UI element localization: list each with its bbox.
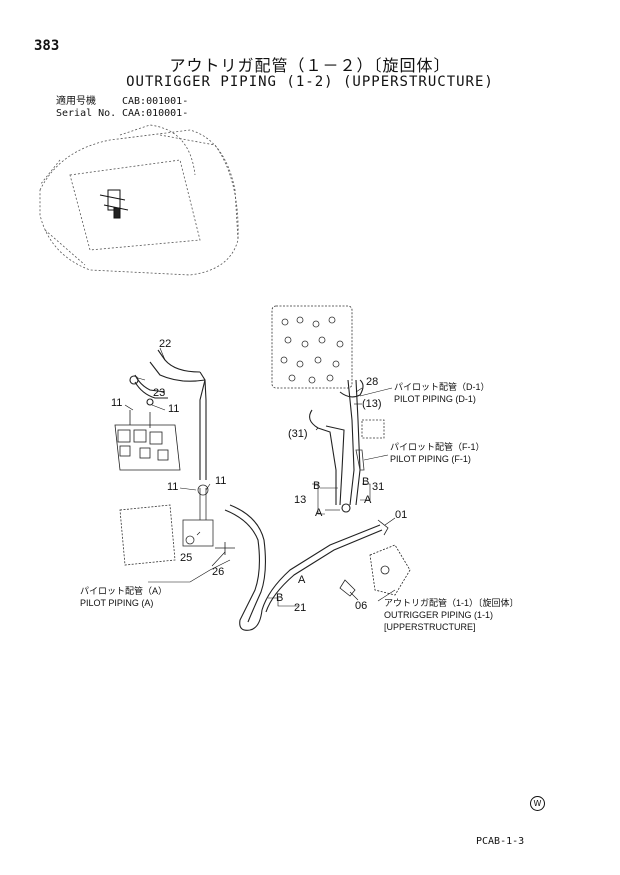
serial-line-jp: 適用号機 CAB:001001- — [56, 96, 188, 108]
part-26: 26 — [212, 566, 225, 578]
bracket-block — [119, 484, 214, 566]
serial-value-jp: CAB:001001- — [122, 96, 189, 107]
callout-outrigger-en-2: [UPPERSTRUCTURE] — [384, 622, 476, 632]
callout-pilot-a-en: PILOT PIPING (A) — [80, 598, 154, 608]
serial-value-en: CAA:010001- — [122, 108, 189, 119]
callout-pilot-a-jp: パイロット配管（A） — [80, 586, 168, 596]
serial-line-en: Serial No. CAA:010001- — [56, 108, 188, 120]
letter-b-lower: B — [276, 592, 284, 604]
fitting-06 — [339, 579, 356, 597]
callout-outrigger-en-1: OUTRIGGER PIPING (1-1) — [384, 610, 494, 620]
part-22: 22 — [159, 338, 172, 350]
letter-b-right: B — [362, 476, 370, 488]
serial-info: 適用号機 CAB:001001- Serial No. CAA:010001- — [56, 96, 188, 120]
hose-13 — [309, 409, 345, 506]
fitting-f1 — [355, 449, 365, 471]
letter-a-left: A — [315, 507, 323, 519]
hose-loop — [224, 504, 383, 631]
bolt-26 — [215, 542, 235, 555]
part-28: 28 — [366, 376, 379, 388]
machine-overview — [39, 124, 239, 276]
hose-22 — [149, 349, 207, 480]
part-31: 31 — [372, 481, 385, 493]
callout-pilot-f1-jp: パイロット配管（F-1） — [390, 442, 485, 452]
hose-23 — [129, 374, 168, 406]
hose-31 — [341, 379, 361, 513]
hose-28 — [339, 379, 364, 398]
overview-highlight — [99, 189, 129, 219]
title-english: OUTRIGGER PIPING (1-2) (UPPERSTRUCTURE) — [126, 74, 494, 90]
part-25: 25 — [180, 552, 193, 564]
letter-b-left: B — [313, 480, 321, 492]
part-13-paren: (13) — [362, 398, 382, 410]
serial-label-jp: 適用号機 — [56, 96, 96, 107]
footer-code: PCAB-1-3 — [476, 836, 525, 847]
left-valve-assembly — [114, 410, 181, 471]
part-13: 13 — [294, 494, 307, 506]
fitting-d1 — [361, 419, 385, 439]
outrigger-valve — [369, 519, 411, 596]
part-23: 23 — [153, 387, 166, 399]
serial-label-en: Serial No. — [56, 108, 117, 119]
callout-pilot-d1-jp: パイロット配管（D-1） — [394, 382, 490, 392]
part-21: 21 — [294, 602, 307, 614]
part-01: 01 — [395, 509, 408, 521]
leader-lines — [124, 347, 396, 607]
part-11-b: 11 — [168, 403, 180, 415]
letter-a-lower: A — [298, 574, 306, 586]
part-11-a: 11 — [111, 397, 123, 409]
part-31-paren: (31) — [288, 428, 308, 440]
callout-pilot-d1-en: PILOT PIPING (D-1) — [394, 394, 476, 404]
callout-outrigger-jp: アウトリガ配管（1-1）〔旋回体〕 — [384, 598, 519, 608]
letter-a-right: A — [364, 494, 372, 506]
page-number: 383 — [34, 38, 60, 54]
title-japanese: アウトリガ配管（１－２）〔旋回体〕 — [169, 56, 451, 75]
footer-mark-icon: W — [530, 796, 545, 811]
control-valve — [271, 305, 353, 389]
part-11-c: 11 — [167, 481, 179, 493]
callout-pilot-f1-en: PILOT PIPING (F-1) — [390, 454, 471, 464]
part-11-d: 11 — [215, 475, 227, 487]
part-06: 06 — [355, 600, 368, 612]
